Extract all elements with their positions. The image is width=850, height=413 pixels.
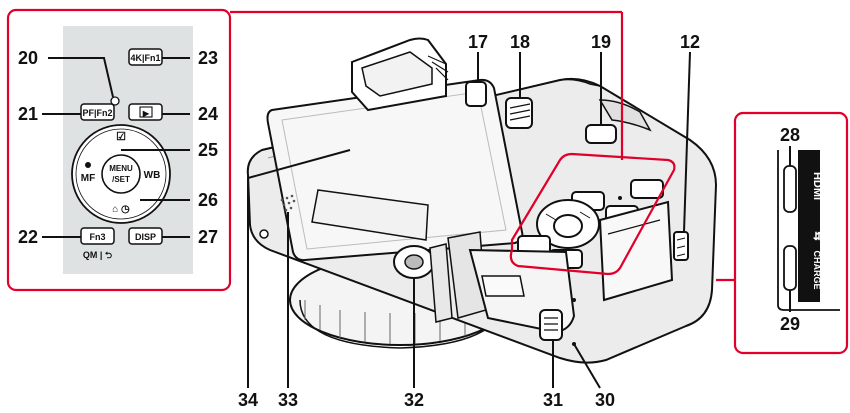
exposure-icon: ☑ (116, 131, 126, 143)
drive-timer-icon: ⌂ ◷ (112, 204, 130, 215)
usb-icon: ⇆ (811, 231, 823, 240)
callout-24: 24 (198, 104, 218, 124)
callout-32: 32 (404, 390, 424, 410)
fn1-button[interactable]: 4K|Fn1 (128, 48, 163, 66)
hdmi-label: HDMI (811, 172, 823, 200)
button-cluster-highlight (509, 152, 676, 276)
play-icon: ▶ (142, 109, 150, 118)
callout-numbers: 17 18 19 12 20 21 22 23 24 25 26 27 28 2… (18, 32, 800, 410)
fn3-button[interactable]: Fn3 QM | ⮌ (80, 227, 115, 260)
callout-22: 22 (18, 227, 38, 247)
hdmi-port[interactable] (783, 165, 797, 213)
callout-25: 25 (198, 140, 218, 160)
camera-body (246, 37, 718, 364)
qm-return-label: QM | ⮌ (83, 250, 112, 260)
callout-27: 27 (198, 227, 218, 247)
callout-19: 19 (591, 32, 611, 52)
svg-text:PF|Fn2: PF|Fn2 (82, 108, 112, 118)
svg-text:/SET: /SET (112, 175, 130, 184)
callout-17: 17 (468, 32, 488, 52)
port-inset: HDMI ⇆ CHARGE (716, 111, 849, 355)
menu-set-button[interactable]: MENU /SET (101, 154, 141, 194)
charge-label: CHARGE (812, 250, 822, 289)
callout-21: 21 (18, 104, 38, 124)
leader-lines (42, 51, 791, 389)
fn2-button[interactable]: PF|Fn2 (80, 103, 115, 121)
callout-33: 33 (278, 390, 298, 410)
callout-26: 26 (198, 190, 218, 210)
svg-text:Fn3: Fn3 (89, 232, 105, 242)
callout-20: 20 (18, 48, 38, 68)
mf-label: MF (81, 173, 95, 184)
svg-text:DISP: DISP (135, 232, 156, 242)
callout-29: 29 (780, 314, 800, 334)
indicator-lamp (110, 96, 120, 106)
callout-31: 31 (543, 390, 563, 410)
svg-text:MENU: MENU (109, 164, 133, 173)
callout-30: 30 (595, 390, 615, 410)
callout-18: 18 (510, 32, 530, 52)
callout-23: 23 (198, 48, 218, 68)
svg-text:4K|Fn1: 4K|Fn1 (130, 53, 160, 63)
usb-charge-port[interactable] (783, 245, 797, 291)
disp-button[interactable]: DISP (128, 227, 163, 245)
callout-28: 28 (780, 125, 800, 145)
callout-34: 34 (238, 390, 258, 410)
playback-button[interactable]: ▶ (128, 103, 163, 121)
callout-12: 12 (680, 32, 700, 52)
wb-label: WB (144, 170, 161, 181)
